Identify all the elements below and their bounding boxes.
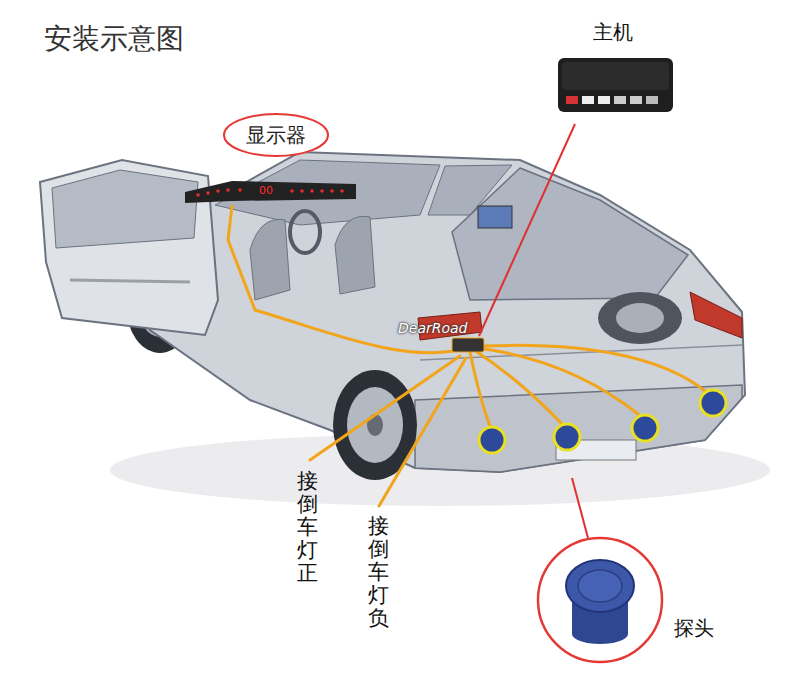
probe-dot bbox=[554, 424, 580, 450]
probe-face bbox=[566, 560, 634, 612]
probe-dot bbox=[700, 390, 726, 416]
led bbox=[206, 191, 210, 195]
rear-bumper bbox=[415, 385, 742, 472]
probe-magnifier: 探头 bbox=[534, 530, 730, 670]
led bbox=[290, 189, 294, 193]
probe-wire bbox=[482, 345, 705, 391]
host-unit bbox=[452, 338, 484, 352]
rear-glass bbox=[452, 168, 688, 300]
host-case bbox=[558, 58, 673, 112]
wire-note: 接倒车灯正 bbox=[297, 470, 318, 585]
probe-wire bbox=[474, 350, 562, 424]
probe-center bbox=[578, 570, 622, 602]
host-port bbox=[566, 96, 578, 104]
host-port bbox=[646, 96, 658, 104]
bubble-outline bbox=[224, 114, 328, 156]
node-label: 主机 bbox=[593, 20, 633, 44]
door-window bbox=[52, 170, 198, 248]
probes bbox=[479, 390, 726, 453]
led bbox=[216, 189, 220, 193]
host-port bbox=[630, 96, 642, 104]
led bbox=[238, 188, 242, 192]
wires bbox=[228, 206, 705, 506]
host-top bbox=[562, 62, 669, 90]
node-label: 显示器 bbox=[246, 123, 306, 147]
probe-wire bbox=[478, 348, 638, 414]
led bbox=[196, 193, 200, 197]
led bbox=[330, 189, 334, 193]
led bbox=[320, 189, 324, 193]
wire-note: 接倒车灯负 bbox=[368, 515, 389, 630]
seat bbox=[335, 216, 375, 294]
probe-dot bbox=[479, 427, 505, 453]
host-port bbox=[614, 96, 626, 104]
led bbox=[340, 189, 344, 193]
tail-light bbox=[690, 292, 742, 338]
node-shape bbox=[534, 530, 730, 670]
steering-wheel bbox=[290, 211, 320, 253]
diagram-title: 安装示意图 bbox=[44, 20, 184, 58]
car-body bbox=[150, 152, 745, 472]
node-label: 探头 bbox=[674, 616, 714, 640]
host-port bbox=[598, 96, 610, 104]
probe-leader bbox=[572, 478, 588, 538]
led bbox=[300, 189, 304, 193]
display-bar bbox=[185, 181, 356, 203]
spare-wheel bbox=[598, 292, 682, 344]
seat bbox=[250, 219, 290, 300]
door-trim bbox=[70, 280, 190, 282]
rear-rim bbox=[347, 387, 403, 463]
host-unit-figure: 主机 bbox=[548, 18, 678, 122]
magnifier-circle bbox=[538, 538, 662, 662]
led bbox=[310, 189, 314, 193]
host-leader bbox=[479, 124, 575, 336]
led bbox=[226, 188, 230, 192]
cabin-monitor bbox=[478, 206, 512, 228]
probe-base bbox=[572, 624, 628, 644]
host-port bbox=[582, 96, 594, 104]
spare-rim bbox=[616, 303, 664, 333]
probe-wire bbox=[470, 352, 490, 426]
reverse-light-wire bbox=[379, 358, 466, 506]
open-door bbox=[40, 160, 218, 335]
callout-bubble: 显示器 bbox=[222, 112, 330, 158]
display-digits: 00 bbox=[259, 184, 273, 197]
watermark: DearRoad bbox=[398, 320, 468, 337]
probe-dot bbox=[632, 415, 658, 441]
